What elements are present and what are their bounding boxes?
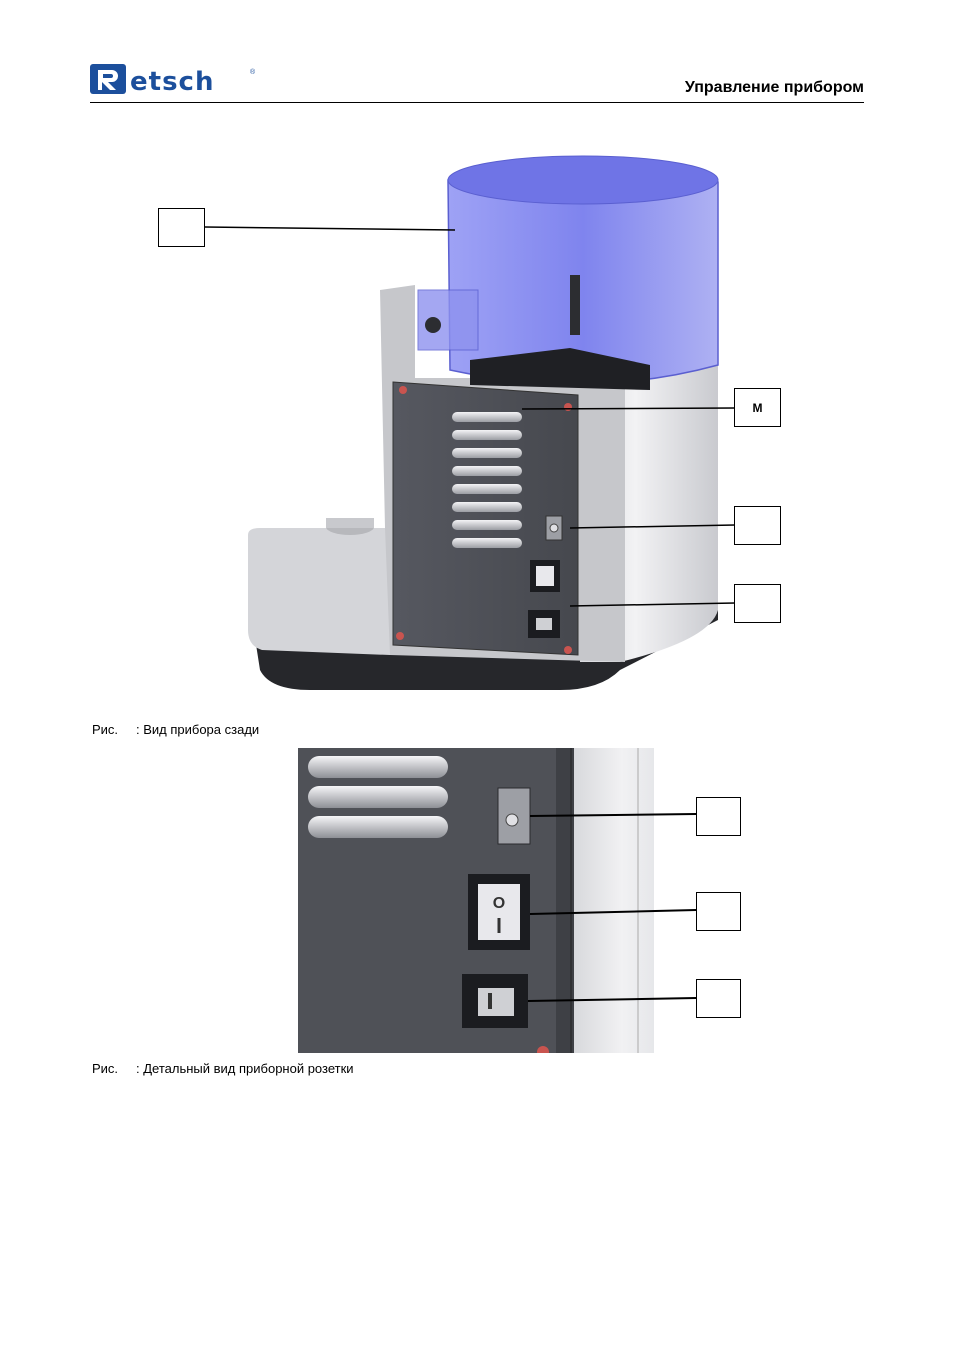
callout-m: M xyxy=(734,388,781,427)
callout-fuse xyxy=(734,506,781,545)
socket-detail-figure: O xyxy=(298,748,743,1058)
switch-label: O xyxy=(493,895,505,912)
callout-switch-detail xyxy=(696,892,741,931)
figure2-caption: Рис.: Детальный вид приборной розетки xyxy=(92,1061,354,1076)
header-divider xyxy=(90,102,864,103)
screw-icon xyxy=(399,386,407,394)
screw-icon xyxy=(564,646,572,654)
ventilation-slots xyxy=(452,412,522,548)
page-title: Управление прибором xyxy=(684,79,864,96)
screw-icon xyxy=(396,632,404,640)
callout-fuse-detail xyxy=(696,797,741,836)
callout-socket-detail xyxy=(696,979,741,1018)
svg-text:®: ® xyxy=(250,68,256,76)
callout-socket xyxy=(734,584,781,623)
figure1-caption: Рис.: Вид прибора сзади xyxy=(92,722,260,737)
screw-icon xyxy=(564,403,572,411)
retsch-logo: etsch ® xyxy=(90,62,260,98)
device-rear-view-figure xyxy=(150,150,790,700)
callout-cover xyxy=(158,208,205,247)
housing-left-step xyxy=(248,522,390,655)
logo-wordmark: etsch xyxy=(130,67,214,97)
